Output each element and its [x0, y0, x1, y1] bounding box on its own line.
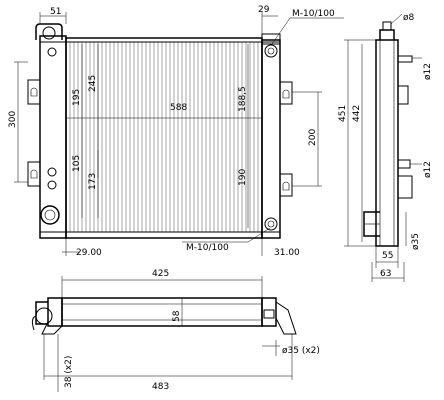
bottom-outlet: [40, 205, 60, 225]
thread-label-top: M-10/100: [292, 9, 335, 19]
dim-plan-mount: 38 (x2): [64, 356, 74, 388]
side-body: [375, 39, 399, 247]
plan-dimensions: 425 58 ø35 (x2) 38 (x2) 483: [43, 269, 320, 392]
side-lower-pipe: [398, 159, 411, 169]
plan-core: [61, 297, 263, 327]
right-lower-bracket: [280, 173, 293, 197]
dim-top-gap: 29: [258, 5, 270, 15]
plan-right-bracket: [275, 301, 297, 335]
dim-mid-span: 173: [88, 173, 98, 190]
dim-plan-total-width: 483: [152, 382, 169, 392]
dim-core-width: 588: [170, 103, 187, 113]
dim-right-mid: 200: [308, 129, 318, 146]
dim-upper-mount: 195: [72, 89, 82, 106]
thread-label-bottom: M-10/100: [186, 243, 229, 253]
side-dimensions: ø8 ø12 ø12 451 442 ø35 55 63: [338, 13, 433, 282]
side-cap: [379, 29, 395, 40]
dim-side-pipe-lower: ø12: [423, 161, 433, 178]
dim-right-lower: 190: [238, 169, 248, 186]
dim-side-pipe-upper: ø12: [423, 63, 433, 80]
right-upper-bracket: [280, 81, 293, 105]
side-upper-pipe: [398, 55, 413, 63]
front-dimensions: 51 29 M-10/100 300 195 245 588 188,5 200: [8, 5, 344, 258]
dim-mid-small: 105: [72, 155, 82, 172]
dim-side-depth: 55: [382, 251, 393, 261]
front-core: [65, 37, 263, 239]
left-upper-bracket: [27, 79, 40, 105]
front-right-tank: [261, 39, 281, 239]
dim-side-height-outer: 451: [338, 105, 348, 122]
top-right-fitting: [261, 33, 281, 45]
left-lower-bracket: [27, 161, 40, 187]
dim-bottom-left-offset: 29.00: [76, 248, 102, 258]
dim-plan-core-width: 425: [152, 269, 169, 279]
filler-neck: [35, 23, 63, 40]
dim-side-outlet: ø35: [411, 233, 421, 250]
dim-bottom-right-offset: 31.00: [274, 248, 300, 258]
drain-plug: [264, 217, 278, 231]
dim-side-height-inner: 442: [352, 105, 362, 122]
side-view: [363, 21, 413, 247]
top-right-plug: [264, 44, 278, 58]
front-view: [27, 23, 293, 239]
dim-side-total-depth: 63: [380, 269, 391, 279]
dim-plan-pipe: ø35 (x2): [282, 346, 320, 356]
plan-view: [31, 297, 297, 335]
dim-upper-span: 245: [88, 75, 98, 92]
dim-height-left: 300: [8, 111, 18, 128]
dim-plan-depth: 58: [172, 310, 182, 322]
dim-right-upper: 188,5: [238, 86, 248, 112]
dim-top-left-width: 51: [50, 7, 61, 17]
dim-side-pipe-top: ø8: [403, 13, 415, 23]
